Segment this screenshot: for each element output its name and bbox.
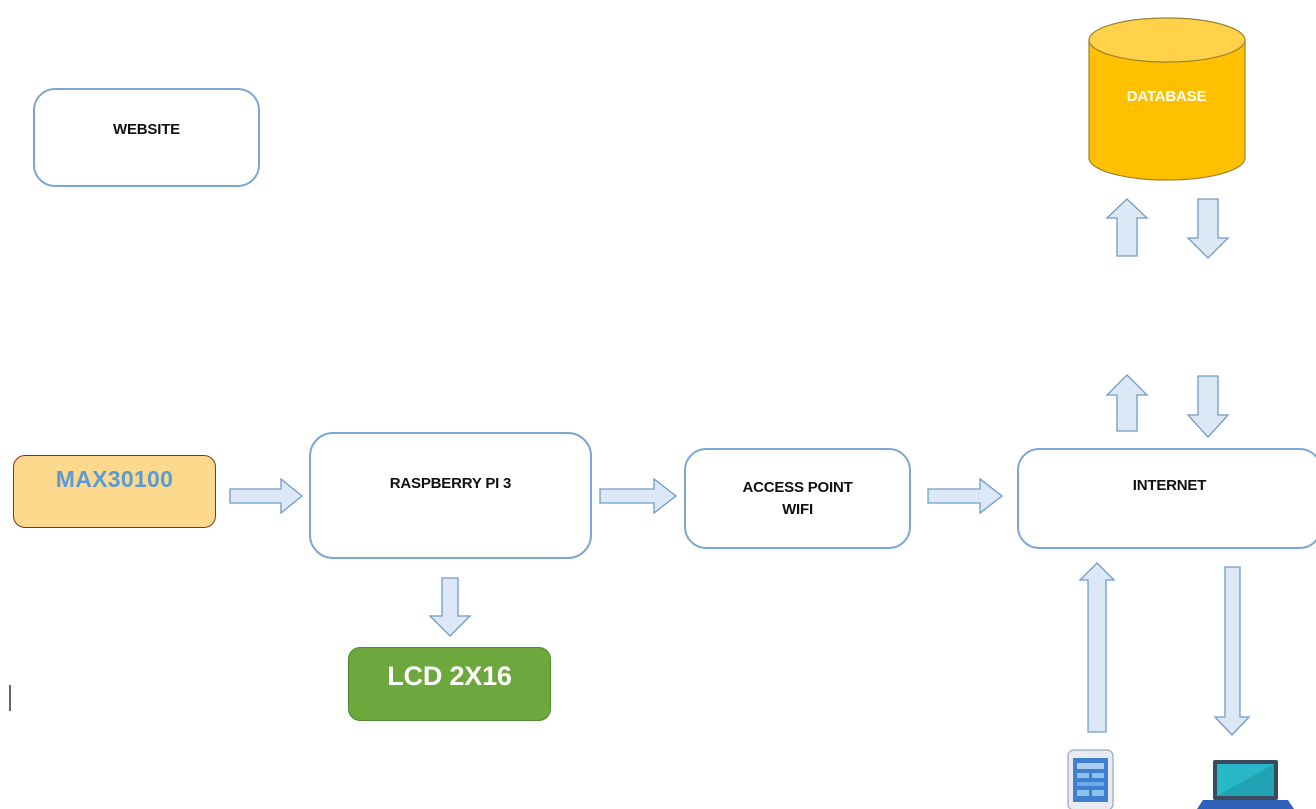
website-node: WEBSITE [33, 88, 260, 187]
arrow-pi-to-ap [599, 477, 678, 515]
access-point-label-line2: WIFI [782, 500, 813, 518]
website-label: WEBSITE [113, 120, 180, 138]
arrow-pi-to-lcd [428, 577, 472, 637]
raspberry-pi-label: RASPBERRY PI 3 [389, 474, 512, 492]
arrow-ap-to-internet [927, 477, 1004, 515]
arrow-internet-to-database-up [1105, 198, 1149, 257]
arrow-phone-to-internet [1078, 562, 1116, 733]
database-label: DATABASE [1126, 88, 1207, 105]
arrow-internet-down [1186, 375, 1230, 438]
max30100-sensor-node: MAX30100 [13, 455, 216, 528]
access-point-node: ACCESS POINT WIFI [684, 448, 911, 549]
lcd-node: LCD 2X16 [348, 647, 551, 721]
smartphone-icon [1067, 749, 1114, 809]
raspberry-pi-node: RASPBERRY PI 3 [309, 432, 592, 559]
arrow-internet-to-laptop [1213, 566, 1251, 736]
max30100-label: MAX30100 [55, 466, 174, 492]
internet-node: INTERNET [1017, 448, 1316, 549]
arrow-internet-up [1105, 374, 1149, 432]
internet-label: INTERNET [1132, 476, 1207, 494]
database-cylinder-icon [1088, 17, 1246, 181]
arrow-database-to-internet-down [1186, 198, 1230, 259]
text-cursor [9, 685, 11, 711]
laptop-icon [1197, 760, 1294, 809]
arrow-sensor-to-pi [229, 477, 304, 515]
lcd-label: LCD 2X16 [387, 661, 512, 691]
access-point-label-line1: ACCESS POINT [742, 478, 853, 496]
